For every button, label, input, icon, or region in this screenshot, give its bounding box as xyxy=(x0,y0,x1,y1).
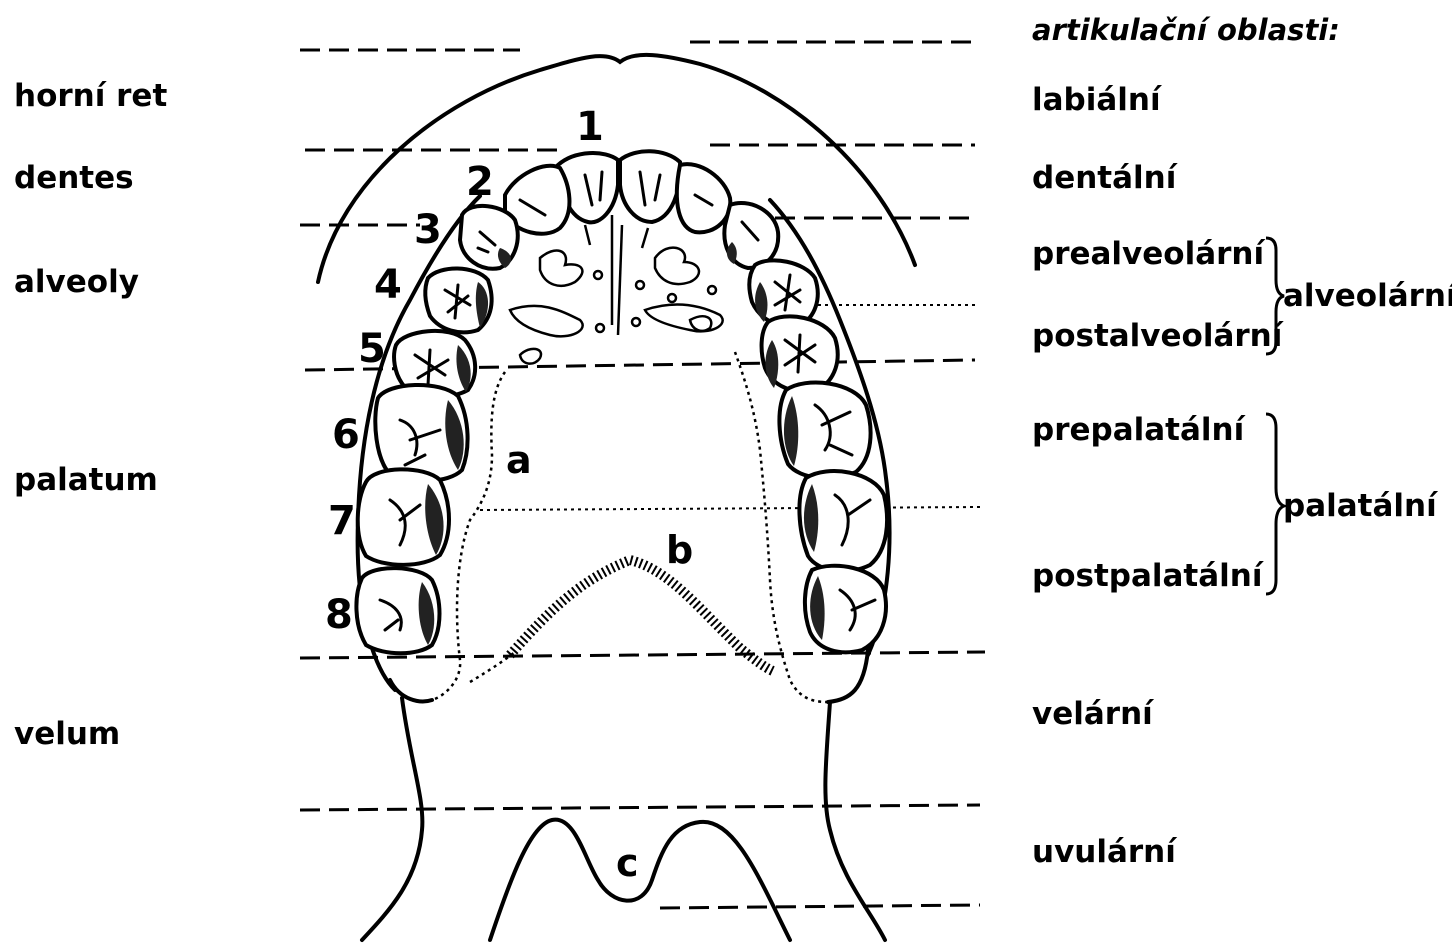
tooth-number-1: 1 xyxy=(576,104,604,150)
articulation-labels: artikulační oblasti: labiální dentální p… xyxy=(1032,13,1452,870)
tooth-number-3: 3 xyxy=(414,207,442,253)
label-postpalatalni: postpalatální xyxy=(1032,558,1264,594)
region-letter-a: a xyxy=(506,438,532,482)
region-letters: a b c xyxy=(506,438,693,885)
label-labialni: labiální xyxy=(1032,82,1162,118)
label-prepalatalni: prepalatální xyxy=(1032,412,1246,448)
tooth-right-central-incisor xyxy=(620,151,680,222)
velum-outline xyxy=(362,698,885,940)
palate-inner-outline xyxy=(432,352,828,702)
label-alveoly: alveoly xyxy=(14,264,139,300)
articulation-header: artikulační oblasti: xyxy=(1032,13,1340,47)
tooth-number-7: 7 xyxy=(328,498,356,544)
label-palatum: palatum xyxy=(14,462,158,498)
tooth-number-6: 6 xyxy=(332,412,360,458)
line-velar-bottom xyxy=(300,805,980,810)
label-velarni: velární xyxy=(1032,696,1154,732)
tooth-number-8: 8 xyxy=(325,592,353,638)
line-palatal-mid xyxy=(480,507,980,510)
anatomy-labels: horní ret dentes alveoly palatum velum xyxy=(14,78,167,752)
tooth-number-2: 2 xyxy=(466,159,494,205)
label-velum: velum xyxy=(14,716,120,752)
tooth-shading xyxy=(419,242,825,645)
tooth-number-4: 4 xyxy=(374,262,402,308)
region-letter-b: b xyxy=(666,528,693,572)
label-dentalni: dentální xyxy=(1032,160,1178,196)
palatal-rugae xyxy=(510,215,723,364)
label-horni-ret: horní ret xyxy=(14,78,167,114)
line-uvular-right xyxy=(660,905,980,908)
tooth-number-5: 5 xyxy=(358,326,386,372)
tooth-right-lateral-incisor xyxy=(677,164,730,232)
region-letter-c: c xyxy=(616,841,639,885)
label-uvularni: uvulární xyxy=(1032,834,1177,870)
label-dentes: dentes xyxy=(14,160,134,196)
uvula-outline xyxy=(490,820,790,940)
brace-palatalni xyxy=(1266,414,1284,594)
label-palatalni-group: palatální xyxy=(1283,488,1438,524)
label-prealveolarni: prealveolární xyxy=(1032,236,1265,272)
label-postalveolarni: postalveolární xyxy=(1032,318,1284,354)
label-alveolarni-group: alveolární xyxy=(1283,278,1452,314)
